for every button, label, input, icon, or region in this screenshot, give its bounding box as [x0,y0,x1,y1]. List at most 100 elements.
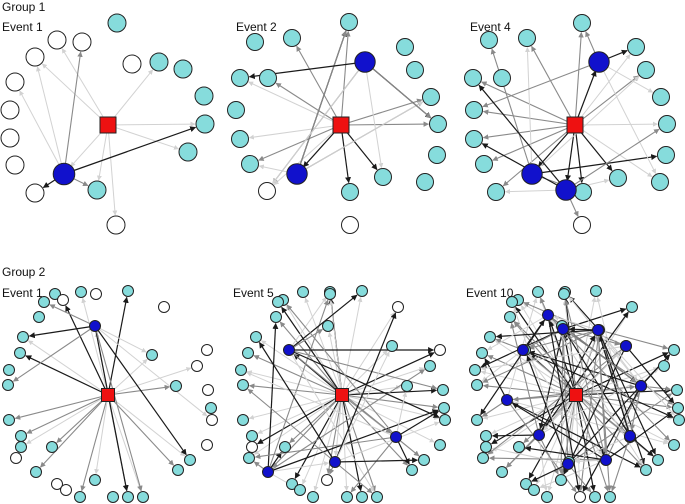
node-cyan [464,69,482,87]
node-empty [206,414,218,426]
edge [547,314,670,441]
node-cyan [487,183,505,201]
edge [246,370,343,396]
edge [288,349,375,492]
edge [248,81,342,126]
edge [107,384,171,396]
edge [629,385,642,431]
node-cyan [480,430,492,442]
edges [478,31,660,217]
edge [575,296,597,396]
edge [267,409,439,473]
center-node [99,116,117,134]
edge [107,394,174,466]
node-blue [588,51,610,73]
edge [564,331,631,437]
node-cyan [434,439,446,451]
node-cyan [513,441,525,453]
edge [575,352,669,396]
node-empty [202,384,214,396]
edge [107,394,142,492]
edge [341,394,376,492]
node-cyan [49,288,61,300]
node-cyan [356,285,368,297]
edge [553,315,599,331]
node-cyan [283,29,301,47]
node-empty [106,215,126,235]
node-cyan [237,414,249,426]
edge [25,355,109,396]
node-cyan [195,114,215,134]
edge [538,434,549,492]
edge [40,394,109,468]
edge [568,296,600,331]
node-cyan [477,452,489,464]
node-cyan [172,464,184,476]
node-cyan [416,173,434,191]
edge [566,394,577,459]
panel-g2-e1-label: Event 1 [2,286,43,300]
edge [598,329,669,350]
edge [296,101,424,175]
node-cyan [573,14,591,32]
edge [340,30,351,126]
panel-g1-e2-label: Event 2 [236,20,277,34]
edge [36,66,65,175]
network-panel-g2-event5 [235,285,451,503]
edge [257,394,343,434]
node-cyan [235,364,247,376]
edge [94,325,129,492]
node-cyan [243,452,255,464]
node-cyan [480,441,492,453]
node-cyan [422,88,440,106]
node-cyan [246,33,264,51]
edge [573,435,631,462]
edge [12,325,96,382]
edge [94,325,208,417]
edge [574,124,653,178]
edge [253,355,343,396]
edge [524,445,607,461]
node-cyan [87,180,107,200]
edge [63,51,83,175]
node-cyan [438,402,450,414]
node-cyan [340,13,358,31]
edge [334,457,419,464]
edge [562,328,674,405]
edge [341,296,363,396]
edge [94,394,109,475]
node-cyan [658,360,670,372]
node-empty [122,54,142,74]
edge [258,124,342,161]
node-cyan [590,285,602,297]
edge [574,124,585,184]
node-cyan [38,296,50,308]
node-cyan [555,474,567,486]
edge [520,305,577,396]
edge [313,394,343,492]
edge [597,329,676,416]
edge [547,394,577,492]
edge [334,421,440,463]
node-cyan [652,88,670,106]
edge [502,124,576,187]
edge [480,345,627,371]
edge [482,124,576,140]
edge [288,349,438,390]
edge [574,54,631,126]
edge [267,369,426,473]
node-empty [57,294,69,306]
edge [487,345,627,455]
node-cyan [15,441,27,453]
node-cyan [480,31,498,49]
edge [63,126,197,175]
node-empty [25,47,45,67]
node-cyan [324,288,336,300]
node-cyan [205,402,217,414]
edge [597,329,656,455]
node-cyan [259,69,277,87]
edge [272,394,343,468]
node-cyan [484,331,496,343]
node-cyan [3,414,15,426]
